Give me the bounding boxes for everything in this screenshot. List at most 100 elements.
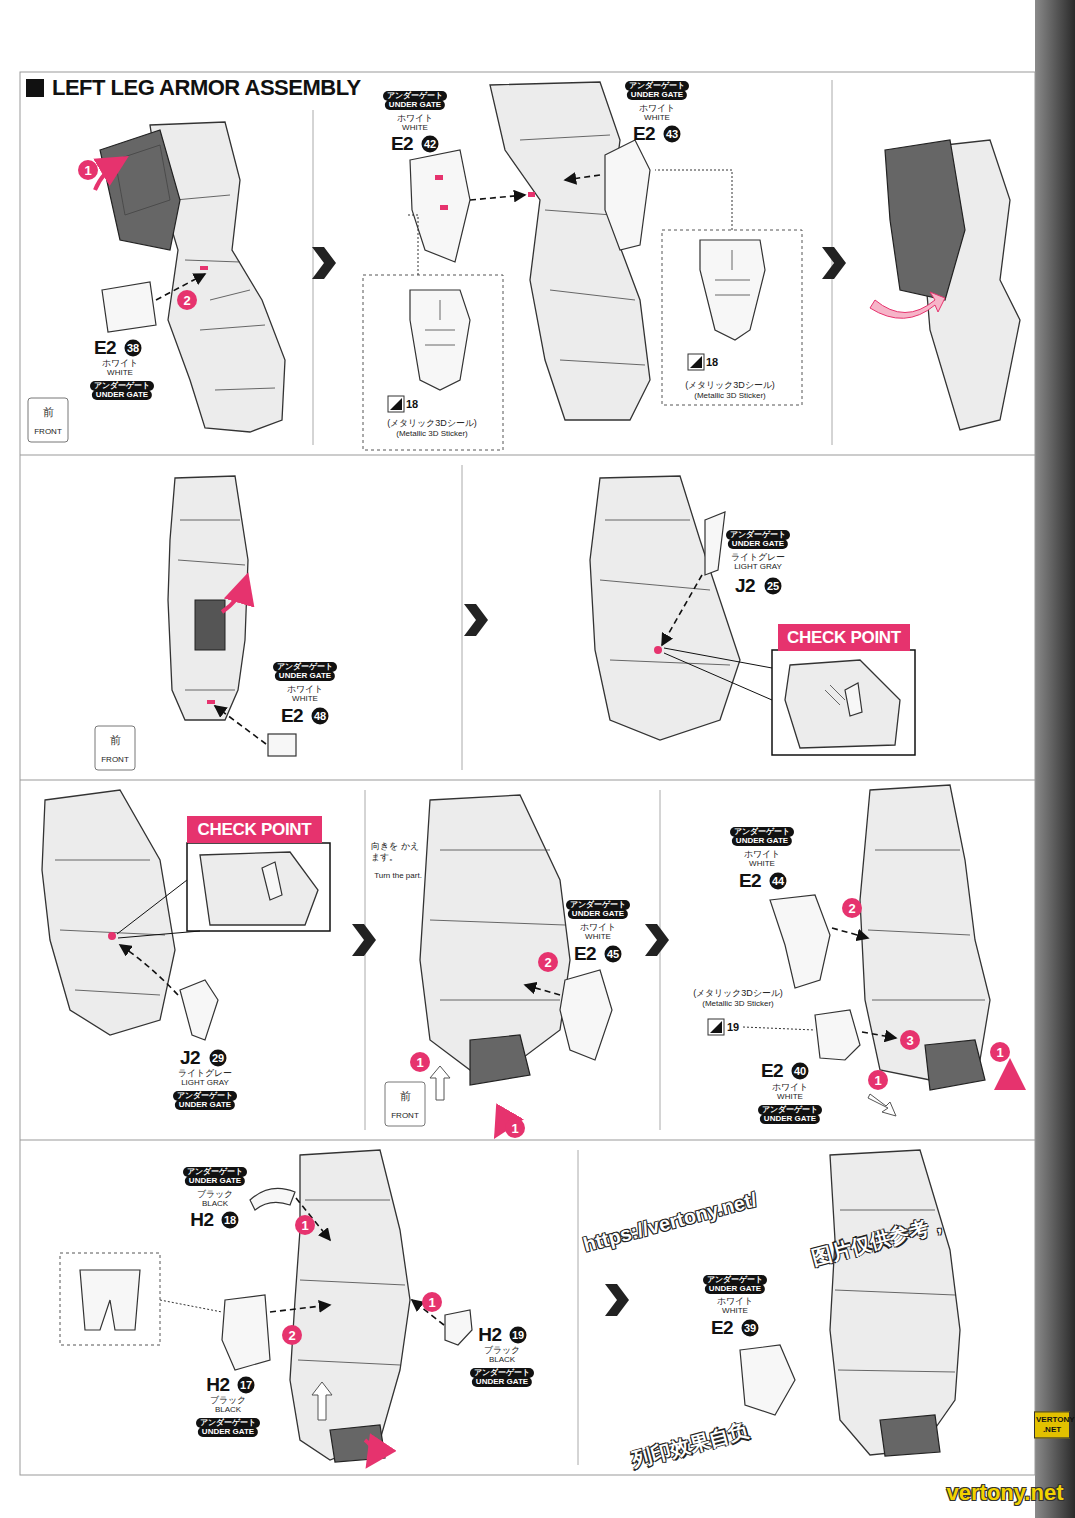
part-runner: J2 (735, 576, 755, 595)
page-title: LEFT LEG ARMOR ASSEMBLY (52, 77, 361, 99)
part-number: 45 (605, 946, 622, 963)
color-name: ホワイト (638, 104, 676, 113)
sticker-number: 18 (406, 399, 418, 410)
gate-tag: UNDER GATE (568, 909, 628, 919)
gate-tag: UNDER GATE (385, 100, 445, 110)
step-number: 1 (295, 1215, 315, 1235)
caption-text: Turn the part. (373, 872, 423, 880)
part-number: 48 (312, 708, 329, 725)
step-number: 2 (538, 952, 558, 972)
caption-text: WHITE (643, 114, 671, 122)
part-number: 40 (792, 1063, 809, 1080)
part-runner: E2 (574, 944, 596, 963)
gate-tag: UNDER GATE (732, 836, 792, 846)
part-number: 43 (664, 126, 681, 143)
part-runner: H2 (478, 1325, 501, 1344)
color-name: ホワイト (396, 114, 434, 123)
part-number: 18 (222, 1212, 239, 1229)
color-name: (メタリック3Dシール) (692, 989, 784, 998)
step-number: 2 (282, 1325, 302, 1345)
gate-tag: UNDER GATE (198, 1427, 258, 1437)
part-number: 19 (510, 1327, 527, 1344)
caption-text: WHITE (401, 124, 429, 132)
part-number: 39 (742, 1320, 759, 1337)
caption-text: WHITE (106, 369, 134, 377)
caption-text: BLACK (201, 1200, 229, 1208)
part-runner: E2 (281, 706, 303, 725)
gate-tag: UNDER GATE (705, 1284, 765, 1294)
part-runner: E2 (761, 1061, 783, 1080)
caption-text: BLACK (488, 1356, 516, 1364)
color-name: ホワイト (579, 923, 617, 932)
color-name: ホワイト (771, 1083, 809, 1092)
caption-text: FRONT (100, 756, 130, 764)
part-runner: H2 (190, 1210, 213, 1229)
watermark: https://vertony.net/ (581, 1189, 759, 1255)
caption-text: WHITE (291, 695, 319, 703)
color-name: ライトグレー (730, 553, 786, 562)
color-name: ホワイト (716, 1297, 754, 1306)
check-point-label: CHECK POINT (198, 821, 312, 838)
part-runner: H2 (206, 1375, 229, 1394)
gate-tag: UNDER GATE (185, 1176, 245, 1186)
gate-tag: UNDER GATE (760, 1114, 820, 1124)
part-number: 38 (125, 340, 142, 357)
check-point-box: CHECK POINT (187, 816, 322, 843)
caption-text: (Metallic 3D Sticker) (693, 392, 767, 400)
gate-tag: UNDER GATE (175, 1100, 235, 1110)
gate-tag: UNDER GATE (472, 1377, 532, 1387)
caption-text: WHITE (748, 860, 776, 868)
sticker-number: 18 (706, 357, 718, 368)
part-runner: E2 (391, 134, 413, 153)
caption-text: WHITE (776, 1093, 804, 1101)
gate-tag: UNDER GATE (728, 539, 788, 549)
watermark: 列印效果自负 (629, 1420, 750, 1470)
color-name: (メタリック3Dシール) (684, 381, 776, 390)
color-name: ホワイト (286, 685, 324, 694)
caption-text: FRONT (390, 1112, 420, 1120)
color-name: ブラック (209, 1396, 247, 1405)
front-icon: 前 (43, 407, 54, 418)
caption-text: FRONT (33, 428, 63, 436)
color-name: ブラック (196, 1190, 234, 1199)
gate-tag: UNDER GATE (92, 390, 152, 400)
site-watermark: vertony.net (947, 1482, 1064, 1504)
caption-text: WHITE (721, 1307, 749, 1315)
step-number: 1 (410, 1052, 430, 1072)
part-runner: E2 (739, 871, 761, 890)
caption-text: LIGHT GRAY (180, 1079, 230, 1087)
logo-badge: VERTONY .NET (1034, 1411, 1070, 1438)
caption-text: (Metallic 3D Sticker) (701, 1000, 775, 1008)
part-number: 17 (238, 1377, 255, 1394)
step-number: 2 (177, 290, 197, 310)
gate-tag: UNDER GATE (627, 90, 687, 100)
part-number: 42 (422, 136, 439, 153)
gate-tag: UNDER GATE (275, 671, 335, 681)
step-number: 1 (505, 1118, 525, 1138)
caption-text: BLACK (214, 1406, 242, 1414)
part-runner: E2 (633, 124, 655, 143)
color-name: ライトグレー (177, 1069, 233, 1078)
color-name: ブラック (483, 1346, 521, 1355)
part-runner: E2 (94, 338, 116, 357)
front-icon: 前 (110, 735, 121, 746)
sticker-number: 19 (727, 1022, 739, 1033)
part-runner: J2 (180, 1048, 200, 1067)
step-number: 1 (78, 160, 98, 180)
caption-text: (Metallic 3D Sticker) (395, 430, 469, 438)
color-name: ホワイト (101, 359, 139, 368)
caption-text: WHITE (584, 933, 612, 941)
color-name: ホワイト (743, 850, 781, 859)
check-point-label: CHECK POINT (787, 629, 901, 646)
color-name: (メタリック3Dシール) (386, 419, 478, 428)
front-icon: 前 (400, 1091, 411, 1102)
instruction-note: 向きを かえます。 (371, 841, 425, 864)
step-number: 3 (900, 1030, 920, 1050)
check-point-box: CHECK POINT (778, 624, 910, 651)
step-number: 1 (422, 1292, 442, 1312)
part-number: 29 (210, 1050, 227, 1067)
part-number: 25 (765, 578, 782, 595)
step-number: 1 (868, 1070, 888, 1090)
step-number: 2 (842, 898, 862, 918)
